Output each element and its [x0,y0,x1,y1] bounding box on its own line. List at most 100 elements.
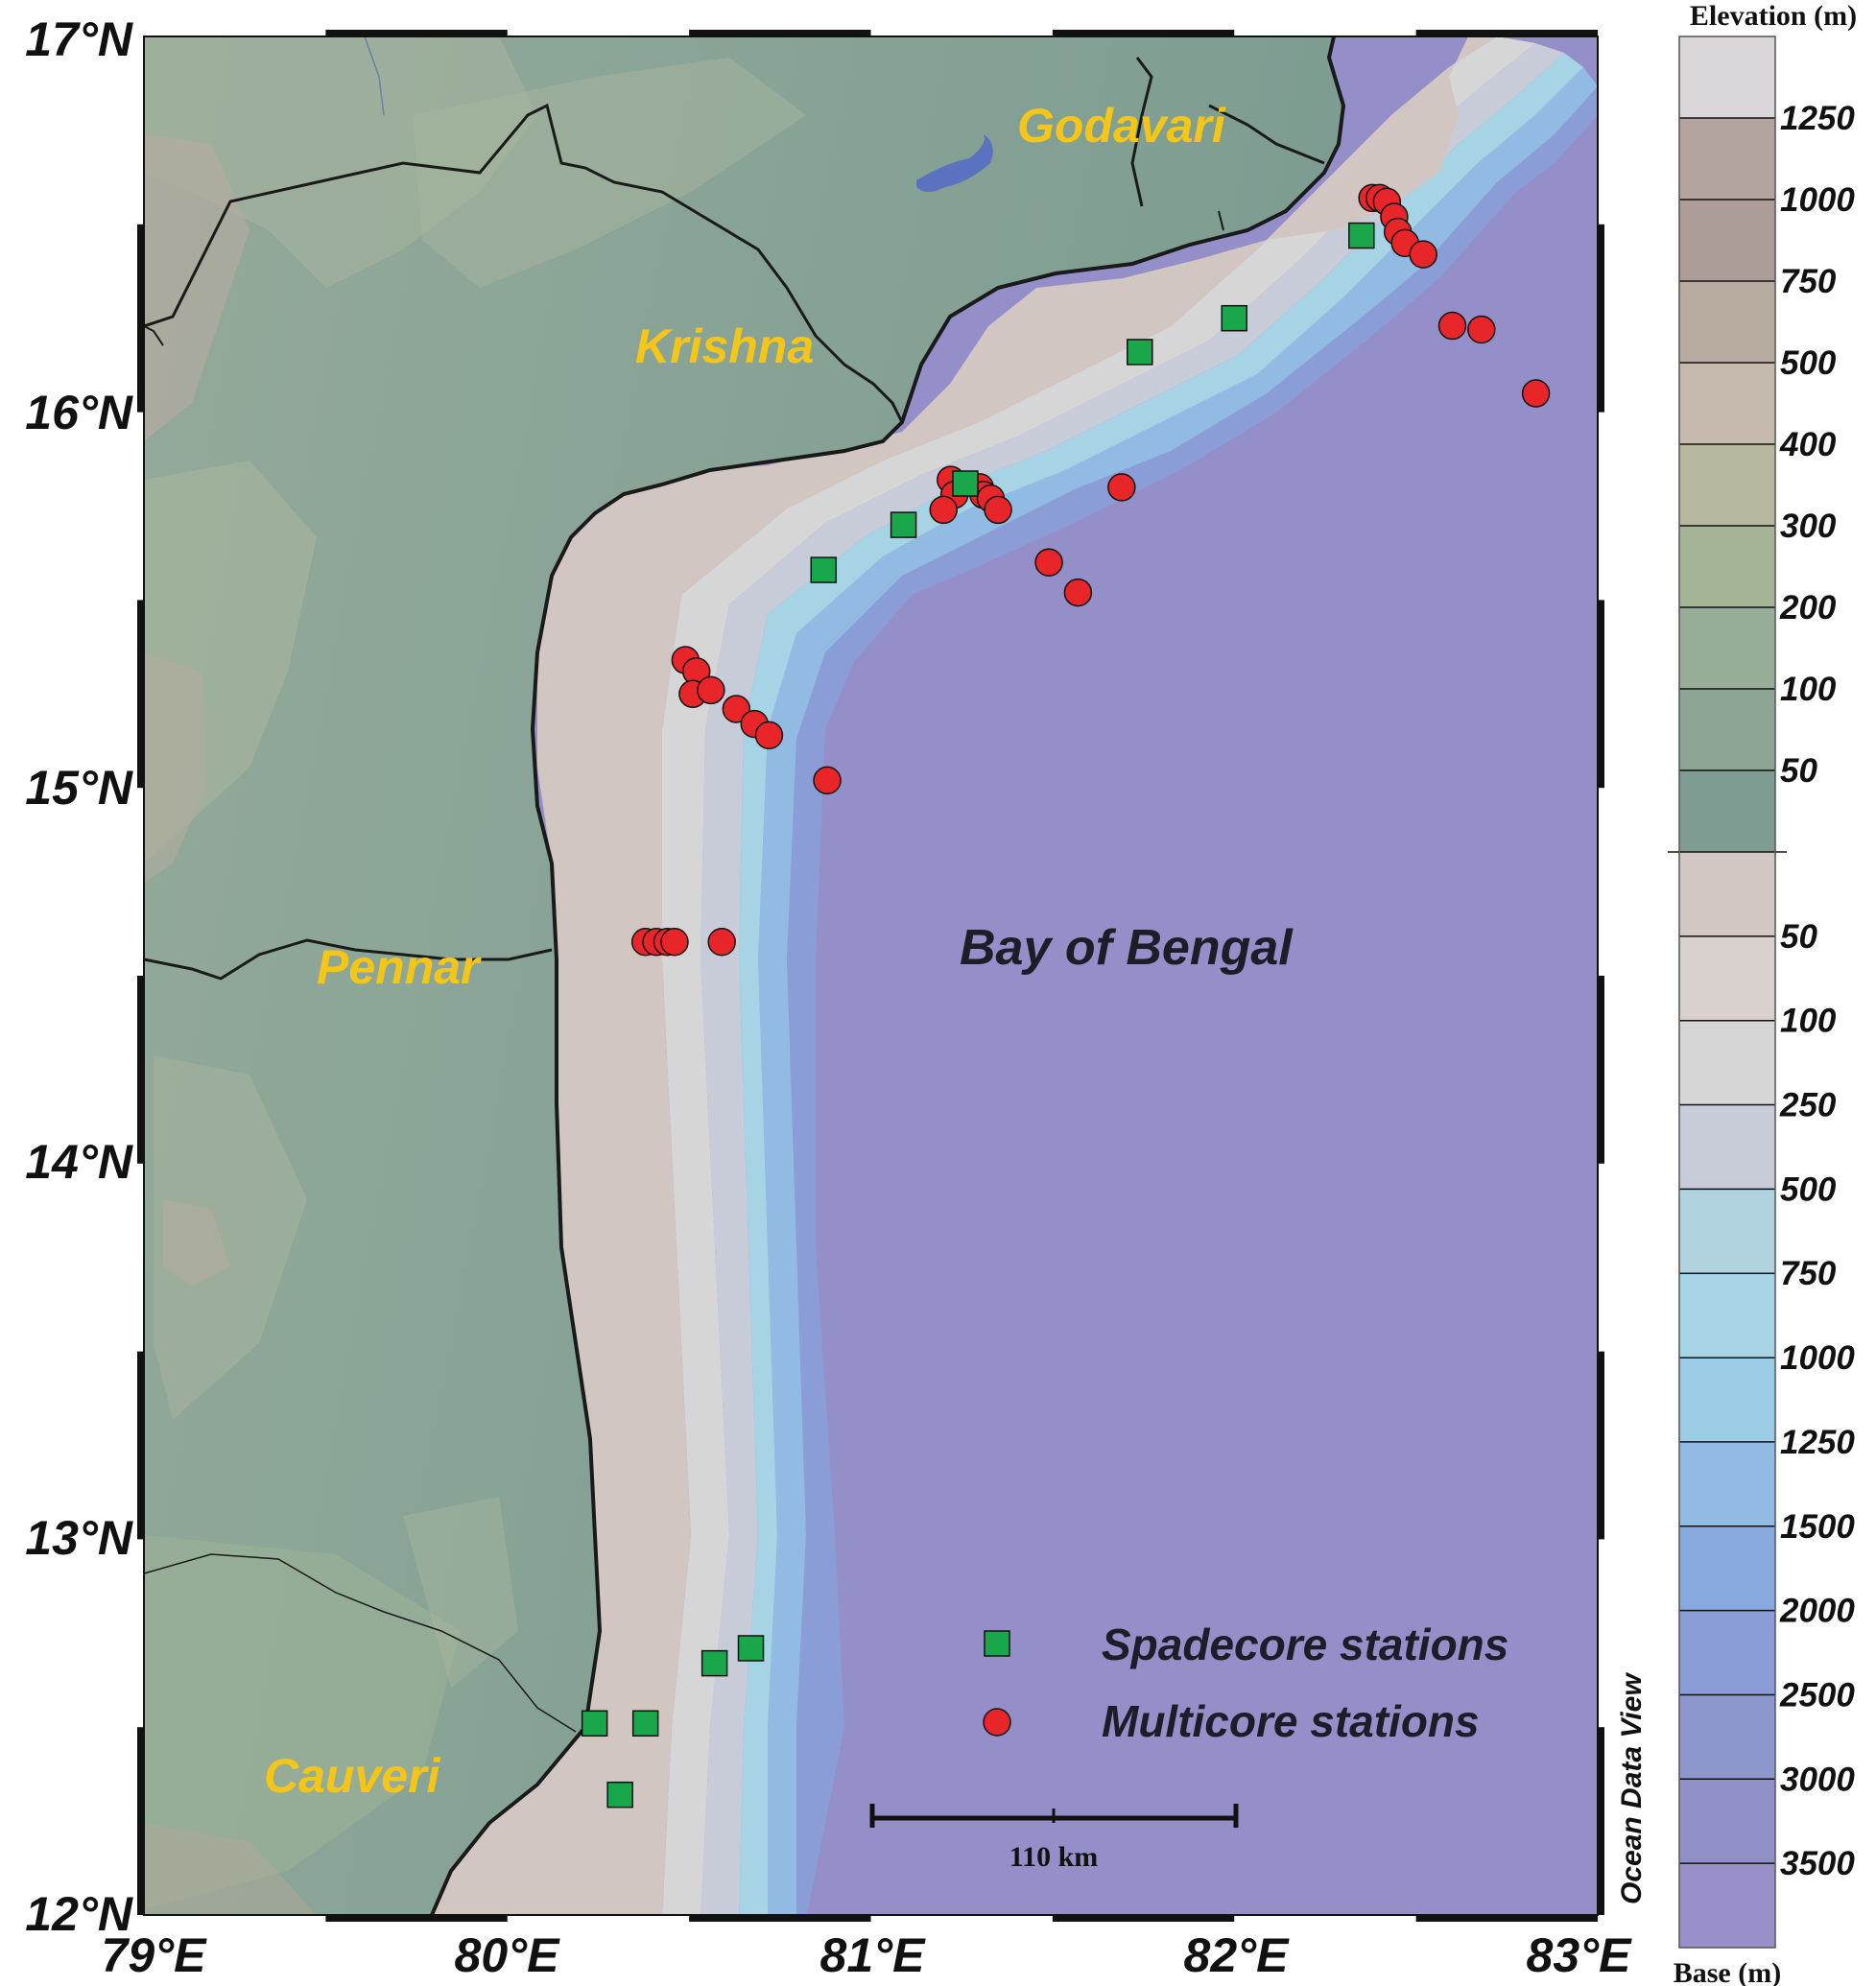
frame-tick-segment [137,600,144,789]
multicore-station-marker [1409,240,1437,269]
scale-bar-label: 110 km [1009,1841,1099,1873]
colorbar-segment [1679,1273,1775,1359]
frame-tick-segment [689,1915,871,1922]
river-pennar [144,938,553,981]
spadecore-station-marker [810,556,838,583]
x-tick-label: 79°E [102,1928,208,1982]
colorbar-segment [1679,118,1775,200]
multicore-station-marker [984,495,1012,525]
colorbar-segment [1679,1525,1775,1611]
colorbar: 1250100075050040030020010050501002505007… [1668,35,1855,1949]
multicore-station-marker [722,695,751,723]
colorbar-tick-label: 3000 [1780,1761,1855,1798]
colorbar-tick-label: 2500 [1779,1676,1855,1714]
coastline [430,36,1346,1915]
spadecore-station-marker [890,511,917,538]
colorbar-segment [1679,1694,1775,1780]
x-axis-labels: 79°E 80°E 81°E 82°E 83°E [102,1928,1633,1982]
colorbar-tick-label: 100 [1780,1003,1837,1040]
land-patch [144,1823,317,1915]
land-patch [403,1497,518,1689]
y-tick-label: 14°N [25,1135,133,1189]
colorbar-segment [1679,935,1775,1021]
multicore-station-marker [1034,548,1063,577]
river-godavari-3 [1218,210,1224,231]
colorbar-segment [1679,363,1775,444]
colorbar-frame [1678,35,1776,1949]
colorbar-segment [1679,1189,1775,1274]
colorbar-segment [1679,770,1775,852]
colorbar-segment [1679,852,1775,936]
x-tick-label: 80°E [455,1928,561,1982]
colorbar-tick-label: 250 [1779,1087,1837,1124]
river-godavari-2 [1208,104,1325,165]
colorbar-tick-label: 300 [1780,508,1837,545]
river-godavari [1130,57,1153,207]
colorbar-segment [1679,526,1775,607]
colorbar-tick-label: 1000 [1780,181,1855,219]
river-krishna-branch [144,325,164,346]
spadecore-station-marker [701,1649,728,1677]
y-tick-label: 13°N [25,1511,133,1565]
y-axis-labels: 17°N 16°N 15°N 14°N 13°N 12°N [25,12,133,1941]
colorbar-tick-label: 100 [1780,671,1837,708]
colorbar-tick-label: 400 [1779,426,1837,463]
land-patch [163,1199,230,1286]
bathymetry-band-2500 [787,86,1598,1915]
land-patch [144,1535,461,1909]
colorbar-tick-label: 200 [1779,589,1837,627]
colorbar-tick-label: 1000 [1780,1339,1855,1377]
frame-tick-segment [1052,1915,1235,1922]
colorbar-bottom-title: Base (m) [1674,1957,1781,1986]
colorbar-tick-label: 750 [1780,1255,1837,1292]
multicore-station-marker [1107,473,1136,502]
multicore-station-marker [754,721,784,750]
frame-tick-segment [1415,30,1598,36]
frame-tick-segment [1415,1915,1598,1922]
colorbar-segment [1679,36,1775,118]
colorbar-segment [1679,1863,1775,1948]
frame-ticks [137,30,1604,1922]
colorbar-segment [1679,444,1775,526]
frame-tick-segment [1598,976,1604,1164]
frame-tick-segment [137,1351,144,1540]
frame-tick-segment [325,30,508,36]
x-tick-label: 81°E [820,1928,927,1982]
colorbar-tick-label: 3500 [1780,1845,1855,1882]
colorbar-tick-label: 500 [1780,1170,1837,1208]
spadecore-station-marker [1348,222,1375,249]
colorbar-tick-label: 500 [1780,344,1837,382]
station-markers [581,183,1551,1809]
label-krishna: Krishna [635,319,814,373]
river-cauveri [144,1553,577,1733]
colorbar-tick-label: 2000 [1779,1593,1855,1630]
map-area: 110 km Godavari Krishna Pennar Cauveri B… [144,36,1598,1915]
multicore-station-marker [929,495,958,525]
colorbar-tick-label: 50 [1780,752,1817,790]
multicore-station-marker [707,928,736,957]
land [144,36,1343,1915]
reservoir [916,134,993,192]
spadecore-station-marker [581,1710,608,1738]
river-krishna [144,103,904,423]
multicore-station-marker [813,766,842,795]
spadecore-station-marker [952,470,979,497]
colorbar-segment [1679,1104,1775,1190]
land-patch [144,652,206,883]
colorbar-segment [1679,689,1775,770]
colorbar-tick-label: 1500 [1780,1508,1855,1546]
legend-multicore-symbol [983,1708,1011,1737]
label-godavari: Godavari [1017,99,1226,153]
spadecore-station-marker [606,1781,633,1809]
spadecore-station-marker [631,1710,659,1738]
y-tick-label: 15°N [25,761,133,815]
ocean-data-view-credit: Ocean Data View [1616,1672,1648,1904]
bathymetry-band-1500 [758,67,1598,1915]
colorbar-tick-label: 750 [1780,263,1837,300]
y-tick-label: 16°N [25,386,133,439]
colorbar-segment [1679,1020,1775,1105]
multicore-station-marker [1521,379,1551,408]
colorbar-segment [1679,200,1775,281]
shelf [414,36,1497,1915]
